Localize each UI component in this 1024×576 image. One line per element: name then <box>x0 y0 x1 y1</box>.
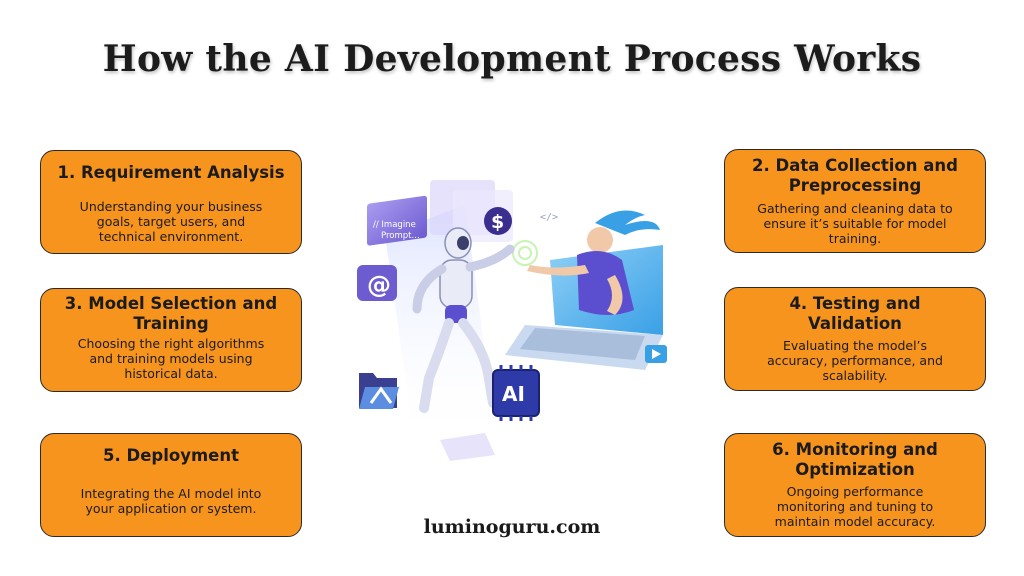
step-5-heading: 5. Deployment <box>103 446 239 465</box>
step-6-text-line: monitoring and tuning to <box>776 499 934 514</box>
step-6-text-line: Ongoing performance <box>786 484 924 499</box>
svg-text:$: $ <box>491 211 504 233</box>
step-3-text-line: Choosing the right algorithms <box>77 336 265 351</box>
step-2-heading: 2. Data Collection and <box>752 156 958 175</box>
ai-chip-icon: AI <box>492 365 540 421</box>
step-card-monitoring-optimization: 6. Monitoring and Optimization Ongoing p… <box>724 433 986 537</box>
step-6-text-line: maintain model accuracy. <box>774 514 936 529</box>
step-card-data-collection: 2. Data Collection and Preprocessing Gat… <box>724 149 986 253</box>
step-3-heading: 3. Model Selection and <box>64 294 278 313</box>
person-figure <box>527 210 660 315</box>
code-icon: </> <box>540 212 558 223</box>
step-5-text-line: your application or system. <box>85 501 257 516</box>
prompt-text: Prompt... <box>381 231 420 241</box>
dollar-coin-icon: $ <box>484 207 512 235</box>
svg-text:@: @ <box>367 271 391 299</box>
step-card-deployment: 5. Deployment Integrating the AI model i… <box>40 433 302 537</box>
step-3-text-line: historical data. <box>124 366 218 381</box>
prompt-text: // Imagine <box>373 220 416 230</box>
step-4-heading: Validation <box>808 314 902 333</box>
step-1-text-line: technical environment. <box>98 229 244 244</box>
step-3-heading: Training <box>133 314 209 333</box>
robot-figure <box>412 227 515 413</box>
step-5-text-line: Integrating the AI model into <box>80 486 262 501</box>
step-1-text-line: goals, target users, and <box>96 214 246 229</box>
step-4-heading: 4. Testing and <box>789 294 921 313</box>
step-4-text-line: scalability. <box>822 368 888 383</box>
svg-text:AI: AI <box>502 382 525 406</box>
step-1-text-line: Understanding your business <box>79 199 263 214</box>
at-icon: @ <box>357 265 397 301</box>
step-4-text-line: accuracy, performance, and <box>767 353 943 368</box>
step-card-requirement-analysis: 1. Requirement Analysis Understanding yo… <box>40 150 302 254</box>
play-icon <box>645 345 667 363</box>
prompt-window: // Imagine Prompt... <box>367 195 427 246</box>
touch-glow-icon <box>512 240 538 266</box>
step-6-heading: Optimization <box>795 460 915 479</box>
step-2-text-line: ensure it’s suitable for model <box>763 216 947 231</box>
step-2-text-line: Gathering and cleaning data to <box>757 201 953 216</box>
step-2-text-line: training. <box>828 231 882 246</box>
step-4-text-line: Evaluating the model’s <box>782 338 928 353</box>
footer-brand: luminoguru.com <box>423 516 601 538</box>
folder-icon <box>359 373 399 409</box>
floor-tile <box>440 433 495 461</box>
step-2-heading: Preprocessing <box>788 176 922 195</box>
step-1-heading: 1. Requirement Analysis <box>57 163 285 182</box>
step-card-model-selection: 3. Model Selection and Training Choosing… <box>40 288 302 392</box>
step-3-text-line: and training models using <box>89 351 253 366</box>
page-title: How the AI Development Process Works <box>102 38 922 80</box>
step-card-testing-validation: 4. Testing and Validation Evaluating the… <box>724 287 986 391</box>
ai-robot-illustration: // Imagine Prompt... @ $ </> <box>357 180 667 461</box>
step-6-heading: 6. Monitoring and <box>772 440 938 459</box>
